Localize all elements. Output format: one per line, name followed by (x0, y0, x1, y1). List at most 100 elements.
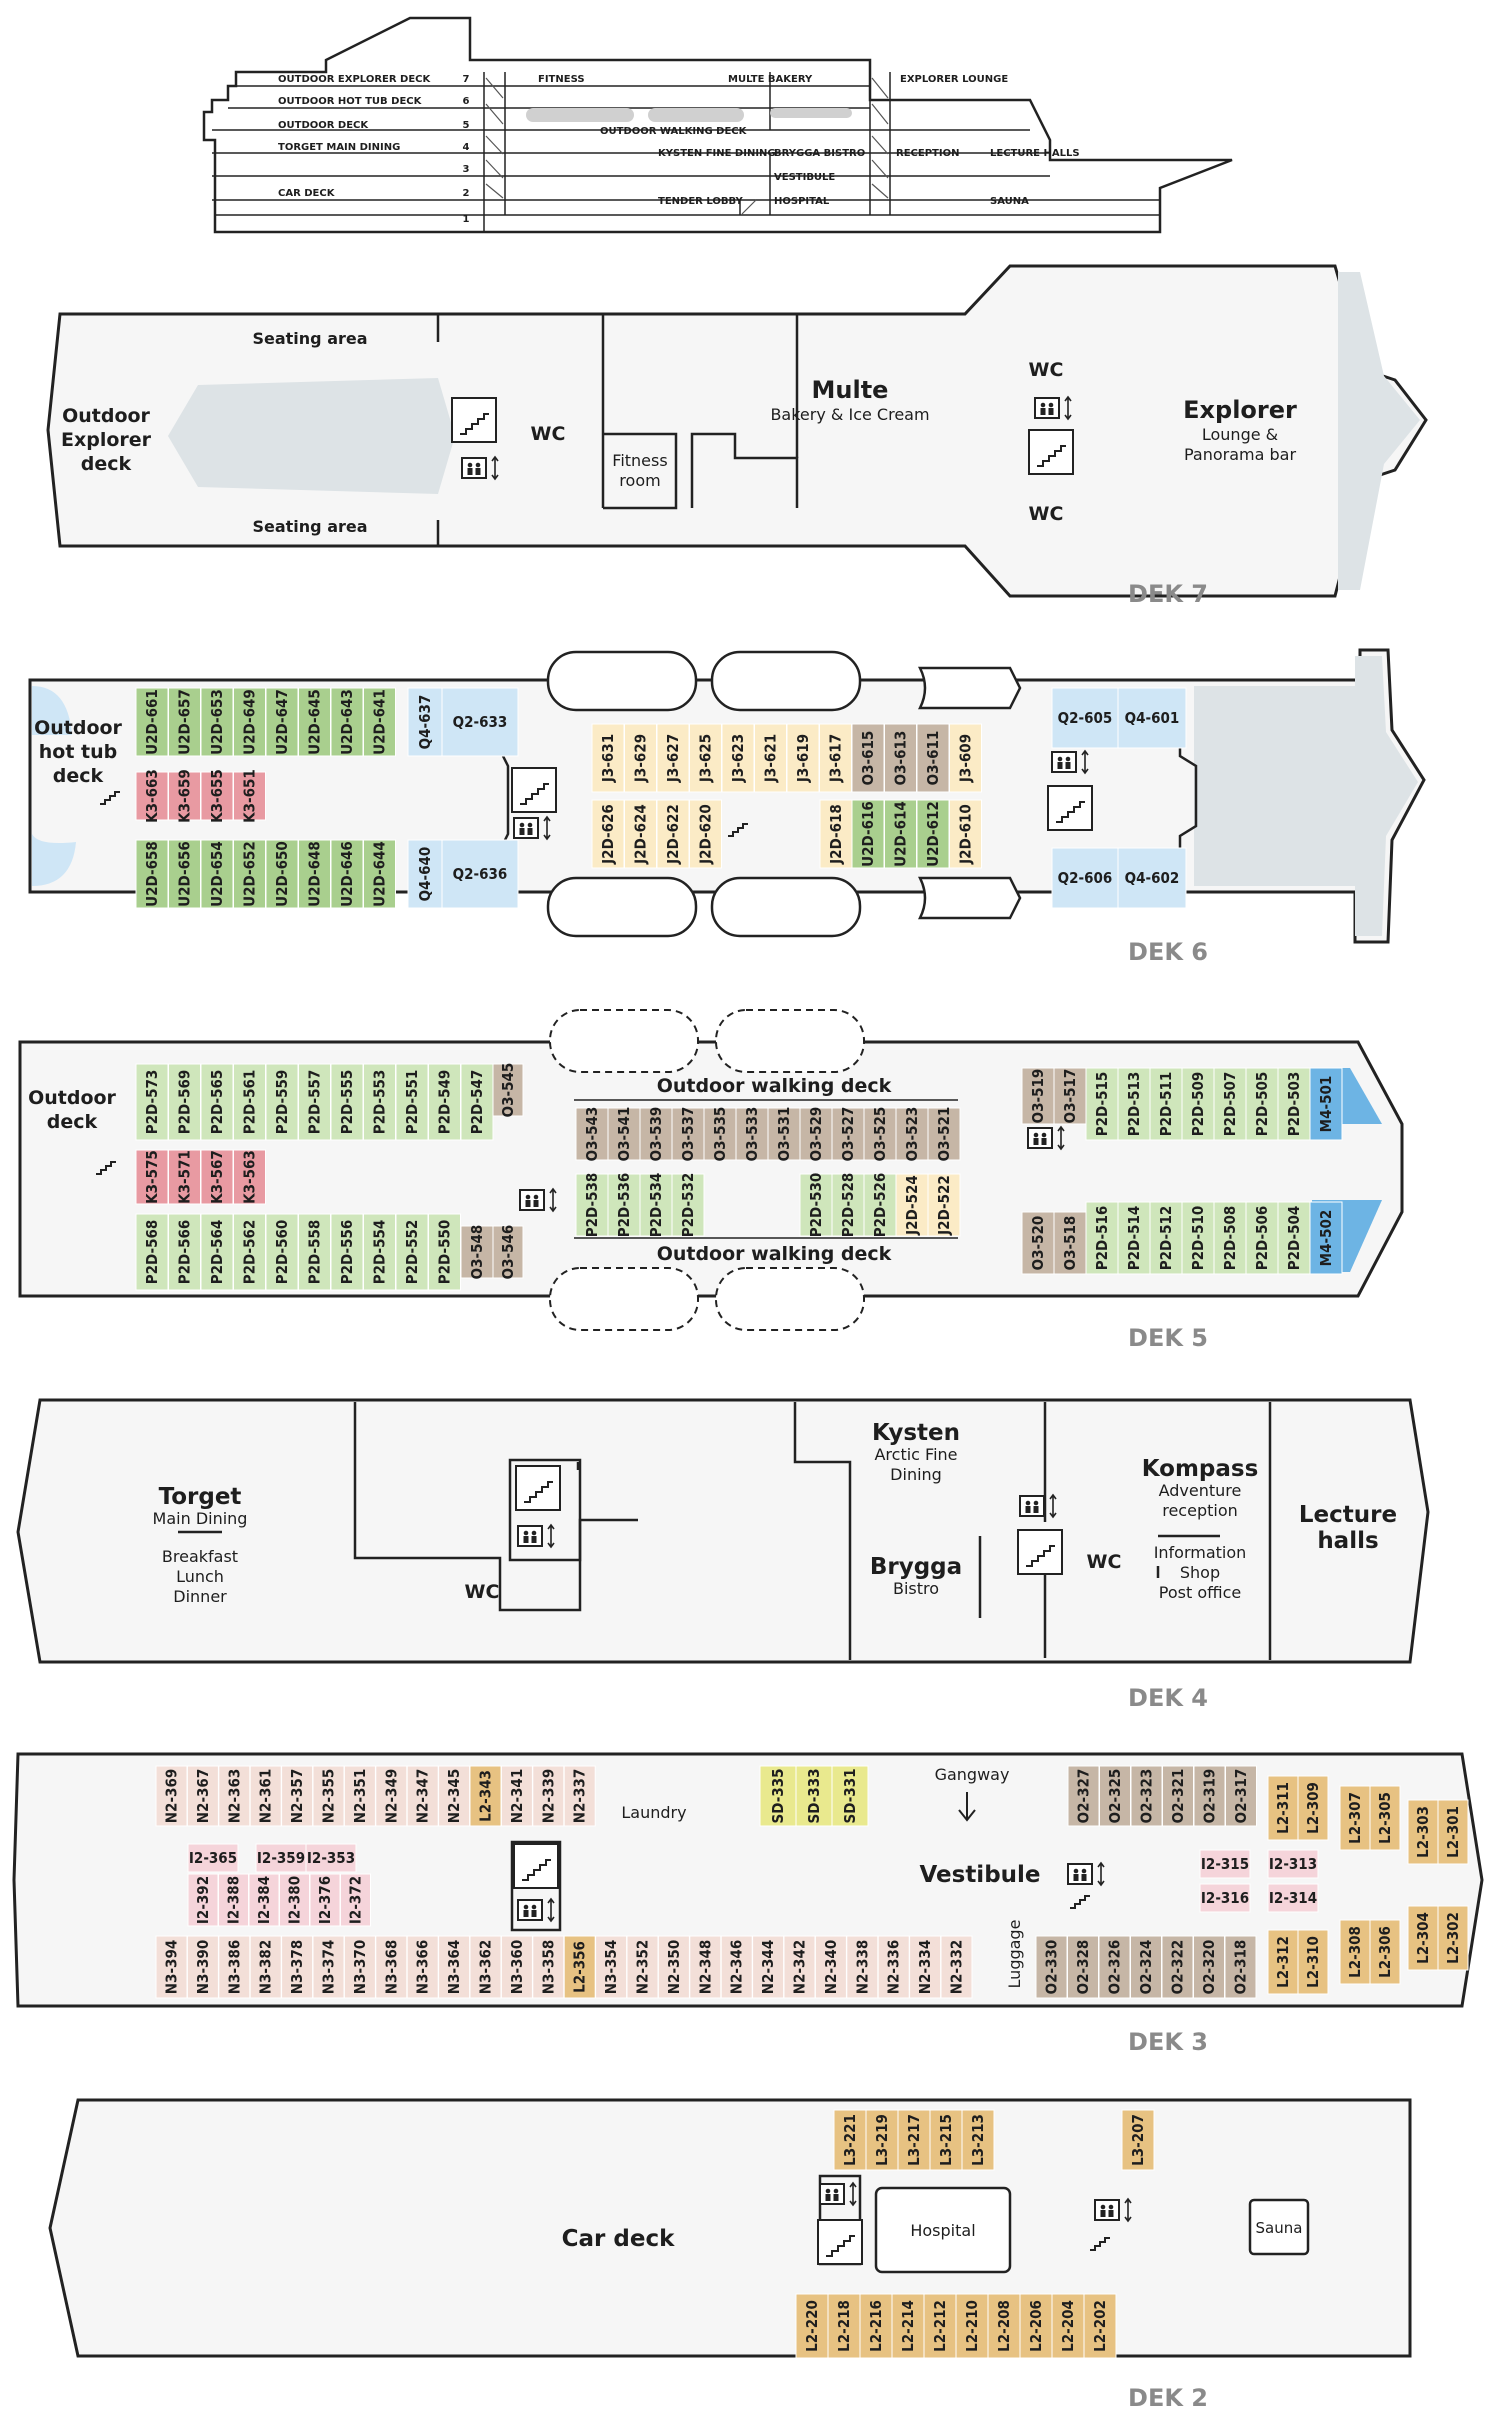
cabin[interactable]: I2-384 (248, 1873, 280, 1927)
cabin[interactable]: N3-354 (595, 1935, 628, 1999)
cabin[interactable]: J2D-626 (591, 799, 625, 869)
cabin[interactable]: Q2-606 (1051, 847, 1119, 909)
cabin[interactable]: L2-311 (1267, 1775, 1299, 1841)
cabin[interactable]: Q2-605 (1051, 687, 1119, 749)
cabin[interactable]: O3-533 (735, 1107, 769, 1162)
cabin[interactable]: N2-339 (532, 1765, 565, 1827)
cabin[interactable]: P2D-566 (168, 1213, 201, 1291)
cabin[interactable]: O2-320 (1193, 1935, 1225, 1999)
cabin[interactable]: O3-537 (671, 1107, 705, 1162)
cabin[interactable]: L2-308 (1339, 1919, 1371, 1985)
cabin[interactable]: U2D-652 (233, 839, 266, 909)
cabin[interactable]: I2-380 (279, 1873, 310, 1927)
cabin[interactable]: P2D-515 (1085, 1067, 1119, 1141)
cabin[interactable]: N3-390 (186, 1935, 219, 1999)
cabin[interactable]: L2-304 (1407, 1905, 1439, 1971)
cabin[interactable]: N3-364 (438, 1935, 471, 1999)
cabin[interactable]: L3-207 (1121, 2109, 1155, 2171)
cabin[interactable]: I2-313 (1267, 1849, 1319, 1879)
cabin[interactable]: J2D-618 (819, 799, 853, 869)
cabin[interactable]: L2-216 (859, 2293, 893, 2359)
cabin[interactable]: P2D-562 (233, 1213, 266, 1291)
cabin[interactable]: N2-337 (563, 1765, 596, 1827)
cabin[interactable]: L2-206 (1019, 2293, 1053, 2359)
cabin[interactable]: L2-210 (955, 2293, 989, 2359)
cabin[interactable]: P2D-526 (863, 1173, 897, 1238)
cabin[interactable]: I2-316 (1199, 1883, 1251, 1913)
cabin[interactable]: L2-312 (1267, 1929, 1299, 1995)
cabin[interactable]: U2D-657 (168, 687, 201, 757)
cabin[interactable]: P2D-561 (233, 1063, 266, 1141)
cabin[interactable]: P2D-553 (363, 1063, 396, 1141)
cabin[interactable]: U2D-616 (851, 799, 885, 869)
cabin[interactable]: N3-386 (218, 1935, 251, 1999)
cabin[interactable]: N2-350 (657, 1935, 690, 1999)
cabin[interactable]: P2D-513 (1117, 1067, 1151, 1141)
cabin[interactable]: L2-212 (923, 2293, 957, 2359)
cabin[interactable]: L2-208 (987, 2293, 1021, 2359)
cabin[interactable]: L2-214 (891, 2293, 925, 2359)
cabin[interactable]: P2D-508 (1213, 1201, 1247, 1275)
cabin[interactable]: L2-301 (1437, 1799, 1469, 1865)
cabin[interactable]: P2D-536 (607, 1173, 641, 1238)
cabin[interactable]: J2D-524 (895, 1173, 929, 1237)
cabin[interactable]: O3-517 (1053, 1067, 1087, 1125)
cabin[interactable]: L2-306 (1369, 1919, 1401, 1985)
cabin[interactable]: P2D-547 (460, 1063, 494, 1141)
cabin[interactable]: U2D-644 (363, 839, 396, 909)
cabin[interactable]: SD-331 (831, 1765, 869, 1827)
cabin[interactable]: O2-317 (1225, 1765, 1257, 1827)
cabin[interactable]: J3-627 (656, 723, 690, 793)
cabin[interactable]: U2D-647 (265, 687, 299, 757)
cabin[interactable]: P2D-509 (1181, 1067, 1215, 1141)
cabin[interactable]: J3-625 (689, 723, 722, 793)
cabin[interactable]: O2-326 (1098, 1935, 1131, 1999)
cabin[interactable]: K3-655 (200, 769, 234, 823)
cabin[interactable]: N2-345 (438, 1765, 471, 1827)
cabin[interactable]: O2-323 (1130, 1765, 1163, 1827)
cabin[interactable]: N2-334 (909, 1935, 942, 1999)
cabin[interactable]: U2D-658 (135, 839, 169, 909)
cabin[interactable]: N2-352 (626, 1935, 659, 1999)
cabin[interactable]: O3-613 (884, 723, 917, 793)
cabin[interactable]: P2D-532 (671, 1173, 705, 1238)
cabin[interactable]: K3-651 (233, 769, 266, 823)
cabin[interactable]: I2-392 (187, 1873, 219, 1927)
cabin[interactable]: L2-218 (827, 2293, 861, 2359)
cabin[interactable]: J3-609 (949, 723, 982, 793)
cabin[interactable]: O3-529 (799, 1107, 833, 1162)
cabin[interactable]: U2D-649 (233, 687, 266, 757)
cabin[interactable]: U2D-641 (363, 687, 396, 757)
cabin[interactable]: P2D-516 (1085, 1201, 1119, 1275)
cabin[interactable]: L3-219 (865, 2109, 899, 2171)
cabin[interactable]: I2-359 (255, 1843, 307, 1873)
cabin[interactable]: N2-347 (406, 1765, 439, 1827)
cabin[interactable]: P2D-550 (428, 1213, 461, 1291)
cabin[interactable]: J3-623 (721, 723, 755, 793)
cabin[interactable]: P2D-503 (1277, 1067, 1311, 1141)
cabin[interactable]: U2D-645 (298, 687, 331, 757)
cabin[interactable]: P2D-510 (1181, 1201, 1215, 1275)
cabin[interactable]: SD-333 (795, 1765, 833, 1827)
cabin[interactable]: K3-571 (168, 1149, 201, 1205)
cabin[interactable]: N3-358 (532, 1935, 565, 1999)
cabin[interactable]: L2-302 (1437, 1905, 1469, 1971)
cabin[interactable]: O3-518 (1053, 1211, 1087, 1275)
cabin[interactable]: P2D-551 (395, 1063, 429, 1141)
cabin[interactable]: Q4-640 (407, 839, 443, 909)
cabin[interactable]: K3-663 (135, 769, 169, 823)
cabin[interactable]: O3-615 (851, 723, 885, 793)
cabin[interactable]: L2-220 (795, 2293, 829, 2359)
cabin[interactable]: L2-356 (563, 1935, 596, 1999)
cabin[interactable]: J3-621 (754, 723, 787, 793)
cabin[interactable]: O3-535 (703, 1107, 737, 1162)
cabin[interactable]: O3-523 (895, 1107, 929, 1162)
cabin[interactable]: P2D-552 (395, 1213, 429, 1291)
cabin[interactable]: O2-330 (1035, 1935, 1068, 1999)
cabin[interactable]: U2D-653 (200, 687, 234, 757)
cabin[interactable]: I2-372 (340, 1873, 371, 1927)
cabin[interactable]: J2D-522 (927, 1173, 961, 1237)
cabin[interactable]: N3-382 (249, 1935, 282, 1999)
cabin[interactable]: L2-310 (1297, 1929, 1329, 1995)
cabin[interactable]: O2-325 (1099, 1765, 1131, 1827)
